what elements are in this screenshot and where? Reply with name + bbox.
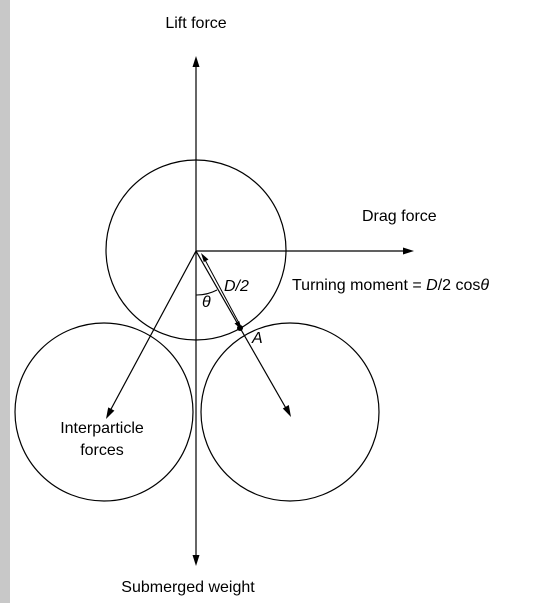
drag-arrowhead (403, 247, 414, 255)
theta-arc (195, 289, 218, 296)
turning-moment-suffix: /2 cos (438, 277, 481, 294)
interparticle-label-line2: forces (80, 442, 124, 459)
turning-moment-prefix: Turning moment = (292, 277, 426, 294)
left-side-bar (0, 0, 10, 603)
lower-left-particle (14, 322, 194, 502)
lift-force-label: Lift force (165, 15, 226, 32)
half-diameter-label: D/2 (224, 278, 249, 295)
lift-arrowhead (192, 56, 200, 67)
weight-arrowhead (192, 555, 200, 566)
turning-moment-symbol: D (426, 277, 438, 294)
half-diameter-dimension (203, 257, 241, 326)
turning-moment-label: Turning moment = D/2 cosθ (292, 277, 489, 294)
interparticle-arrowhead-left (106, 407, 115, 419)
lower-right-particle (200, 322, 380, 502)
interparticle-label-line1: Interparticle (60, 420, 144, 437)
half-diameter-arrowhead-top (201, 253, 209, 262)
interparticle-arrow-left (109, 250, 197, 412)
theta-label: θ (202, 294, 211, 311)
turning-moment-theta: θ (480, 277, 489, 294)
interparticle-arrowhead-right (282, 405, 291, 417)
contact-point-a (237, 325, 243, 331)
drag-force-label: Drag force (362, 208, 437, 225)
submerged-weight-label: Submerged weight (121, 579, 255, 596)
point-a-label: A (251, 330, 263, 347)
